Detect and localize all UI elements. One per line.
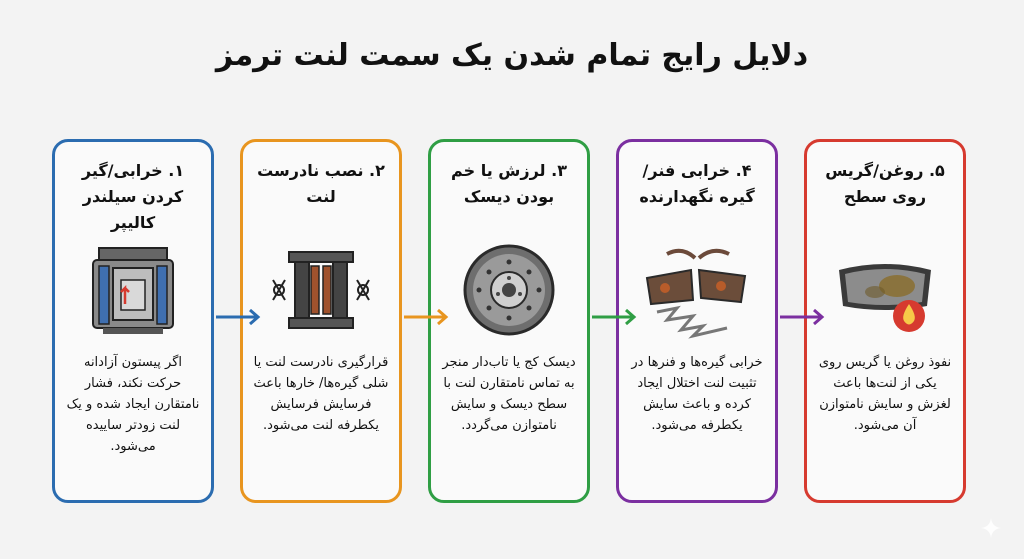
- card-warped-disc: ۳. لرزش یا خم بودن دیسک دیسک کج یا تاب‌د…: [428, 139, 590, 503]
- card-spring-clip: ۴. خرابی فنر/گیره نگهدارنده خرابی گیره‌ه…: [616, 139, 778, 503]
- arrow-right-icon: [216, 308, 261, 326]
- card-description: دیسک کج یا تاب‌دار منجر به تماس نامتقارن…: [442, 355, 576, 433]
- card-heading: ۳. لرزش یا خم بودن دیسک: [451, 161, 567, 206]
- card-heading: ۵. روغن/گریس روی سطح: [825, 161, 945, 206]
- card-heading: ۴. خرابی فنر/گیره نگهدارنده: [639, 161, 755, 206]
- brake-disc-icon: [463, 244, 555, 336]
- card-description: خرابی گیره‌ها و فنرها در تثبیت لنت اختلا…: [631, 355, 763, 433]
- arrow-right-icon: [592, 308, 637, 326]
- caliper-icon: [92, 247, 174, 334]
- broken-spring-clip-icon: [645, 248, 747, 339]
- arrow-right-icon: [404, 308, 449, 326]
- card-improper-install: ۲. نصب نادرست لنت قرارگیری نادرست لنت یا…: [240, 139, 402, 503]
- card-caliper-failure: ۱. خرابی/گیر کردن سیلندر کالیپر اگر پیست…: [52, 139, 214, 503]
- brake-pad-assembly-icon: [272, 251, 370, 329]
- card-description: نفوذ روغن یا گریس روی یکی از لنت‌ها باعث…: [818, 355, 952, 433]
- oily-pad-icon: [839, 264, 931, 332]
- sparkle-icon: [981, 518, 1001, 538]
- card-heading: ۱. خرابی/گیر کردن سیلندر کالیپر: [81, 161, 185, 232]
- card-oil-grease: ۵. روغن/گریس روی سطح نفوذ روغن یا گریس ر…: [804, 139, 966, 503]
- page-title: دلایل رایج تمام شدن یک سمت لنت ترمز: [215, 38, 809, 73]
- card-description: اگر پیستون آزادانه حرکت نکند، فشار نامتق…: [66, 355, 200, 454]
- card-description: قرارگیری نادرست لنت یا شلی گیره‌ها/ خاره…: [253, 355, 389, 433]
- card-heading: ۲. نصب نادرست لنت: [257, 161, 385, 206]
- arrow-right-icon: [780, 308, 825, 326]
